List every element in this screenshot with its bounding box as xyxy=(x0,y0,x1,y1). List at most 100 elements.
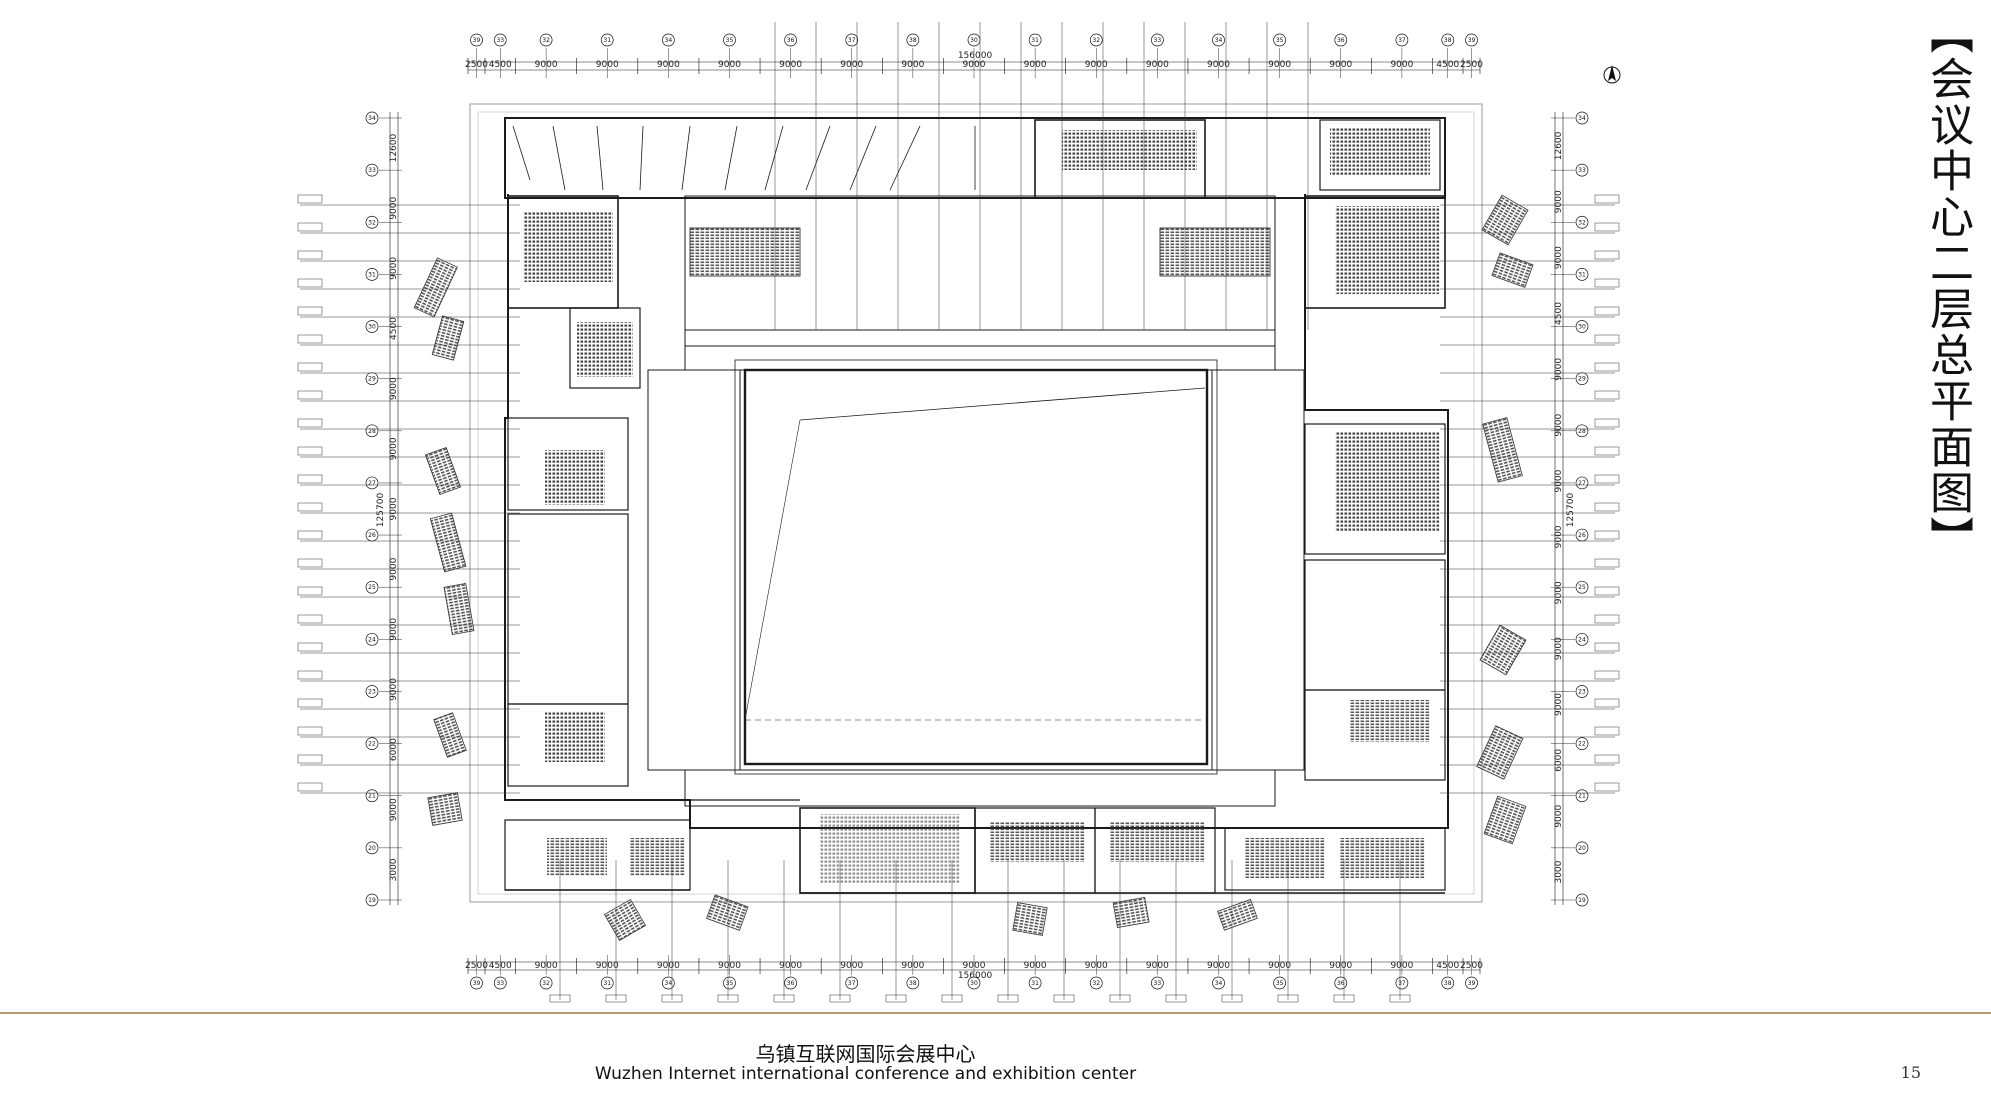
grid-bubble xyxy=(493,33,507,47)
callout-tag xyxy=(1594,698,1620,708)
dimension-label: 3000 xyxy=(1554,860,1564,883)
callout-tag xyxy=(1389,994,1411,1003)
callout-tag xyxy=(297,306,323,316)
grid-bubble xyxy=(1575,215,1589,229)
callout-tag xyxy=(297,194,323,204)
grid-bubble xyxy=(600,976,614,990)
grid-bubble xyxy=(906,976,920,990)
grid-bubble-label: 34 xyxy=(368,115,376,122)
grid-bubble-label: 32 xyxy=(368,219,376,226)
grid-bubble-label: 31 xyxy=(1031,37,1039,44)
grid-bubble-label: 20 xyxy=(368,845,376,852)
grid-bubble xyxy=(365,163,379,177)
callout-tag xyxy=(549,994,571,1003)
callout-tag xyxy=(1594,586,1620,596)
grid-bubble-label: 22 xyxy=(368,741,376,748)
grid-bubble xyxy=(662,33,675,47)
grid-bubble-label: 36 xyxy=(1337,37,1345,44)
grid-bubble xyxy=(1273,33,1286,47)
callout-tag xyxy=(1594,614,1620,624)
grid-bubble xyxy=(1575,893,1589,907)
callout-tag xyxy=(1594,362,1620,372)
dimension-label: 9000 xyxy=(1554,804,1564,827)
dimension-label: 12600 xyxy=(389,133,399,162)
grid-bubble xyxy=(1395,976,1409,990)
grid-bubble-label: 28 xyxy=(368,428,376,435)
side-dimension-lines xyxy=(389,112,1564,905)
grid-bubble-label: 33 xyxy=(1578,167,1586,174)
callout-tag xyxy=(1165,994,1187,1003)
callout-tag xyxy=(297,558,323,568)
grid-bubble xyxy=(1575,580,1589,594)
grid-bubble-label: 30 xyxy=(368,324,376,331)
grid-bubble xyxy=(365,737,379,750)
grid-bubble-label: 27 xyxy=(1578,480,1586,487)
grid-bubble-label: 34 xyxy=(1578,115,1586,122)
north-wing-partitions xyxy=(512,125,976,191)
drawing-title: 【会议中心二层总平面图】 xyxy=(1922,10,1973,562)
callout-tag xyxy=(773,994,795,1003)
dimension-label: 9000 xyxy=(389,257,399,280)
dimension-label: 9000 xyxy=(389,497,399,520)
grid-bubble xyxy=(365,372,379,386)
grid-bubble-label: 24 xyxy=(1578,636,1586,643)
grid-bubble-label: 30 xyxy=(970,980,978,987)
grid-bubble-label: 36 xyxy=(1337,980,1345,987)
dimension-label: 4500 xyxy=(1554,302,1564,325)
grid-bubble-label: 35 xyxy=(726,980,734,987)
grid-bubble-label: 29 xyxy=(1578,376,1586,383)
grid-bubble-label: 21 xyxy=(1578,793,1586,800)
grid-bubble xyxy=(365,789,379,803)
grid-bubble-label: 23 xyxy=(1578,688,1586,695)
callout-tag xyxy=(997,994,1019,1003)
grid-bubble xyxy=(723,976,736,990)
callout-tag xyxy=(297,474,323,484)
grid-bubble xyxy=(723,33,736,47)
callout-tag xyxy=(1594,306,1620,316)
grid-bubble xyxy=(1151,33,1164,47)
dimension-label: 9000 xyxy=(1554,413,1564,436)
grid-bubble xyxy=(365,111,379,125)
grid-bubble xyxy=(470,976,483,990)
left-dimension-labels: 1260090009000450090009000900090009000900… xyxy=(389,133,399,881)
callout-tag xyxy=(605,994,627,1003)
callout-tag xyxy=(297,362,323,372)
dimension-label: 6000 xyxy=(389,738,399,761)
grid-bubble xyxy=(1575,737,1589,750)
grid-bubble xyxy=(365,685,379,698)
grid-bubble xyxy=(1575,268,1589,281)
grid-bubble-label: 34 xyxy=(1215,980,1223,987)
grid-bubble xyxy=(906,33,920,47)
grid-bubble-label: 39 xyxy=(1468,37,1476,44)
callout-tag xyxy=(1109,994,1131,1003)
dimension-label: 12600 xyxy=(1554,131,1564,160)
facade-panels xyxy=(413,194,1534,942)
grid-bubble-label: 30 xyxy=(1578,324,1586,331)
grid-bubble-label: 32 xyxy=(542,37,550,44)
grid-bubble xyxy=(784,976,797,990)
grid-bubble-label: 21 xyxy=(368,793,376,800)
callout-tag xyxy=(1594,754,1620,764)
dimension-label: 6000 xyxy=(1554,749,1564,772)
callout-tag xyxy=(297,418,323,428)
grid-bubble-label: 31 xyxy=(603,37,611,44)
grid-bubble-label: 33 xyxy=(1154,37,1162,44)
grid-bubble-label: 37 xyxy=(1398,980,1406,987)
grid-bubble xyxy=(365,424,379,438)
callout-tag xyxy=(297,530,323,540)
callout-tag xyxy=(1594,250,1620,260)
building-outline xyxy=(504,117,1449,894)
grid-bubble-label: 31 xyxy=(368,271,376,278)
dimension-label: 9000 xyxy=(389,437,399,460)
grid-bubble xyxy=(1575,841,1589,855)
grid-bubble xyxy=(845,33,859,47)
grid-bubble xyxy=(784,33,797,47)
grid-bubble xyxy=(1089,33,1103,47)
grid-bubble xyxy=(1465,33,1478,47)
grid-bubble-label: 38 xyxy=(1444,980,1452,987)
grid-bubble-label: 38 xyxy=(909,37,917,44)
project-name-en: Wuzhen Internet international conference… xyxy=(594,1064,1137,1084)
grid-bubble-label: 19 xyxy=(1578,897,1586,904)
